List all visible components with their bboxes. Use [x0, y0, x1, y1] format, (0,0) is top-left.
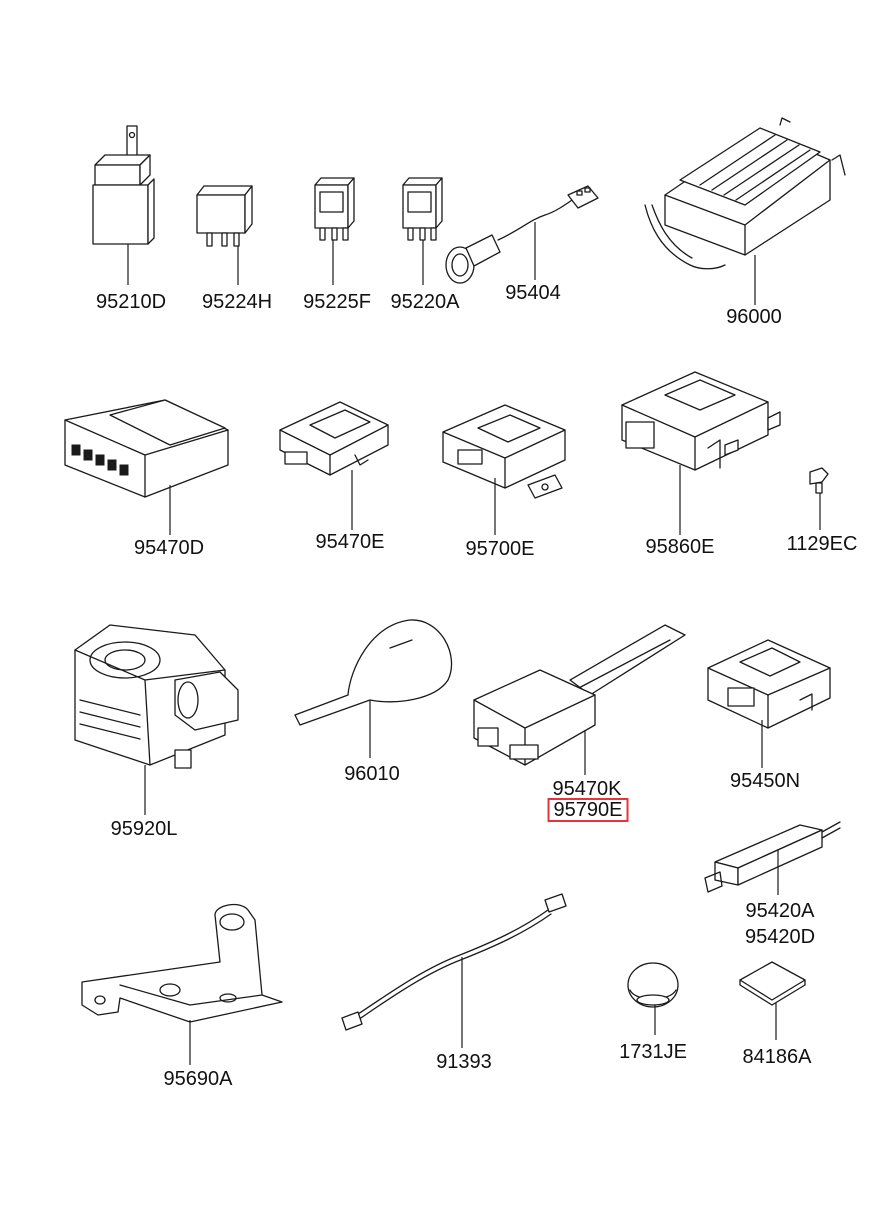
part-label-95210d[interactable]: 95210D — [95, 291, 167, 313]
part-label-95404[interactable]: 95404 — [505, 282, 561, 304]
part-1731je-drawing — [627, 962, 679, 1008]
part-95420a-drawing — [704, 821, 841, 893]
part-label-95450n[interactable]: 95450N — [729, 770, 801, 792]
part-91393-drawing — [341, 893, 567, 1031]
part-95860e-drawing — [621, 371, 781, 471]
part-95470k-drawing — [473, 624, 686, 766]
part-84186a-drawing — [739, 961, 806, 1006]
part-95224h-drawing — [196, 185, 253, 247]
part-96000-drawing — [644, 117, 846, 270]
part-label-95225f[interactable]: 95225F — [303, 291, 371, 313]
part-95690a-drawing — [81, 903, 283, 1023]
part-label-95420d[interactable]: 95420D — [744, 926, 816, 948]
part-label-95470k[interactable]: 95470K — [552, 778, 622, 800]
part-96010-drawing — [294, 619, 453, 726]
part-label-95224h[interactable]: 95224H — [201, 291, 273, 313]
part-95470e-drawing — [279, 401, 389, 476]
part-95404-drawing — [445, 185, 599, 284]
part-label-95220a[interactable]: 95220A — [390, 291, 460, 313]
part-label-95690a[interactable]: 95690A — [163, 1068, 233, 1090]
part-label-95470e[interactable]: 95470E — [315, 531, 385, 553]
part-95700e-drawing — [442, 404, 566, 499]
part-label-95470d[interactable]: 95470D — [133, 537, 205, 559]
part-label-96010[interactable]: 96010 — [344, 763, 400, 785]
part-label-95920l[interactable]: 95920L — [110, 818, 178, 840]
part-label-96000[interactable]: 96000 — [726, 306, 782, 328]
part-1129ec-drawing — [809, 467, 829, 494]
part-95220a-drawing — [402, 177, 443, 241]
part-95210d-drawing — [92, 125, 155, 245]
part-95470d-drawing — [64, 399, 229, 498]
part-label-95700e[interactable]: 95700E — [465, 538, 535, 560]
part-label-95860e[interactable]: 95860E — [645, 536, 715, 558]
part-label-1731je[interactable]: 1731JE — [619, 1041, 687, 1063]
part-95450n-drawing — [707, 639, 831, 729]
part-label-95420a[interactable]: 95420A — [745, 900, 815, 922]
part-label-95790e-highlighted[interactable]: 95790E — [547, 798, 629, 822]
part-label-1129ec[interactable]: 1129EC — [786, 533, 858, 555]
part-label-91393[interactable]: 91393 — [436, 1051, 492, 1073]
part-95225f-drawing — [314, 177, 355, 241]
part-label-84186a[interactable]: 84186A — [742, 1046, 812, 1068]
part-95920l-drawing — [74, 624, 239, 769]
